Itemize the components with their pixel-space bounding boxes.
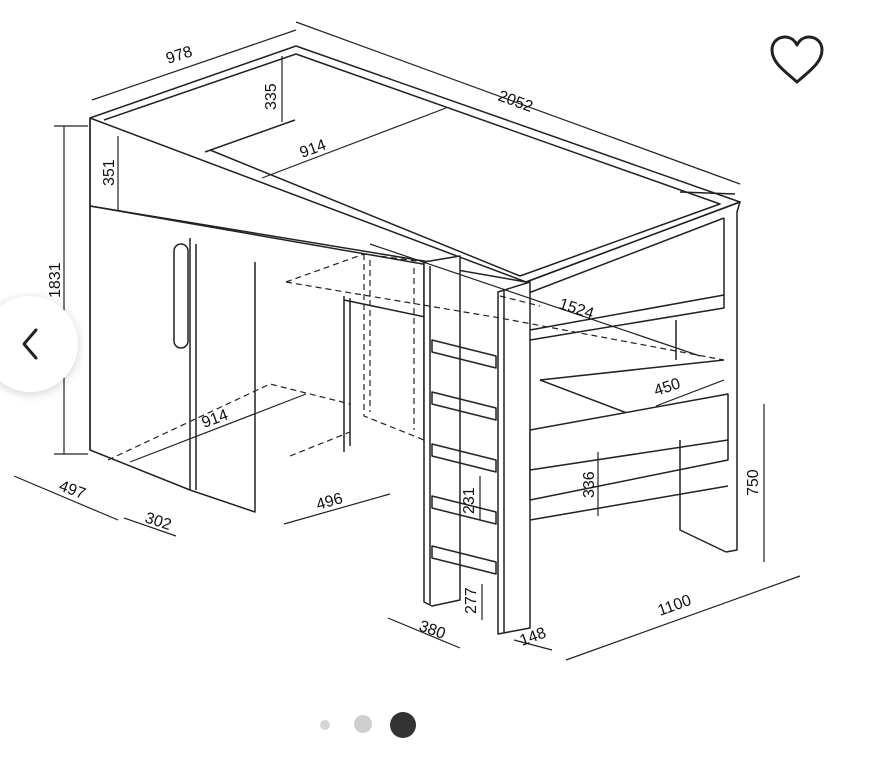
dim-drawer-height: 336 — [581, 471, 598, 498]
carousel-pagination — [312, 710, 432, 740]
dim-total-height: 1831 — [47, 262, 64, 298]
carousel-dot-2[interactable] — [354, 715, 372, 733]
dim-ladder-width: 380 — [417, 618, 448, 643]
dim-cabinet-depth: 497 — [57, 478, 88, 503]
carousel-dot-1[interactable] — [320, 720, 330, 730]
heart-outline-icon — [770, 35, 824, 84]
dim-desk-width: 914 — [200, 407, 231, 432]
dim-door-width: 302 — [143, 510, 174, 534]
favorite-button[interactable] — [766, 32, 828, 88]
chevron-left-icon — [22, 328, 38, 360]
dim-width-back: 978 — [164, 43, 195, 67]
dim-length: 2052 — [496, 88, 535, 116]
dim-bottom-step: 277 — [463, 587, 480, 614]
dim-desk-depth: 496 — [314, 490, 344, 514]
dim-rail-height: 351 — [101, 159, 118, 186]
dim-desk-height: 750 — [745, 469, 762, 496]
carousel-dot-3-active[interactable] — [390, 712, 416, 738]
dim-desk-length: 1524 — [557, 296, 596, 323]
dim-step-gap: 231 — [461, 487, 478, 514]
previous-image-button[interactable] — [0, 296, 78, 392]
dim-top-height: 335 — [263, 83, 280, 110]
dim-shelf-depth: 450 — [652, 375, 683, 399]
